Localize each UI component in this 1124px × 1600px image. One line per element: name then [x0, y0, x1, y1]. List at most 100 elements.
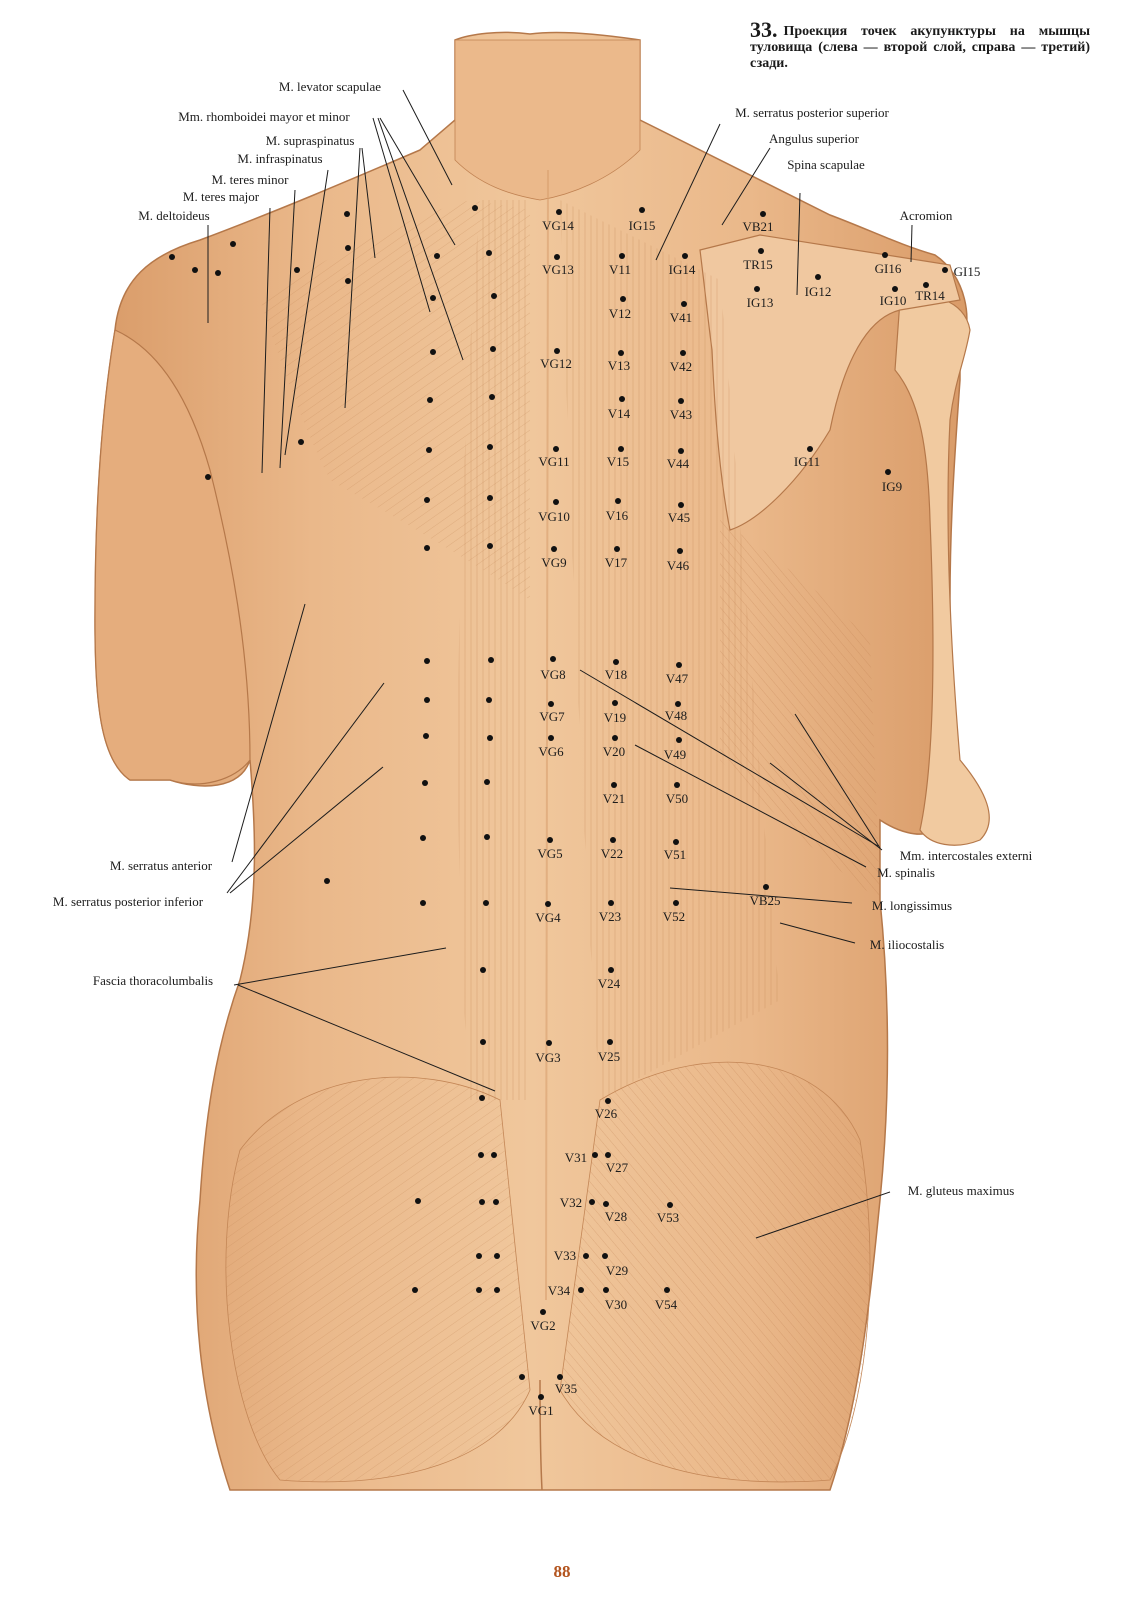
point-label: V12 [609, 306, 631, 321]
left-arm-shape [94, 329, 251, 785]
point-label: IG12 [805, 284, 832, 299]
acupoint-dot [487, 444, 493, 450]
acupoint-dot [619, 396, 625, 402]
point-label: V15 [607, 454, 629, 469]
point-label: V13 [608, 358, 630, 373]
acupoint-dot [682, 253, 688, 259]
acupoint-dot [758, 248, 764, 254]
acupoint-dot [294, 267, 300, 273]
acupoint-dot [546, 1040, 552, 1046]
point-label: V17 [605, 555, 628, 570]
acupoint-dot [344, 211, 350, 217]
acupoint-dot [615, 498, 621, 504]
leader-lines [207, 89, 913, 1239]
acupoint-dot [608, 900, 614, 906]
point-label: V25 [598, 1049, 620, 1064]
right-arm-bone [894, 295, 990, 846]
point-label: V21 [603, 791, 625, 806]
acupoint-dot [486, 697, 492, 703]
acupoint-dot [618, 350, 624, 356]
acupoint-dot [423, 733, 429, 739]
acupoint-dot [424, 697, 430, 703]
label-teres-major: M. teres major [183, 189, 260, 204]
acupoint-dot [885, 469, 891, 475]
spine-erector-right [560, 200, 780, 1100]
figure-number: 33. [750, 17, 778, 42]
acupoint-dot [490, 346, 496, 352]
acupoint-dot [491, 1152, 497, 1158]
label-teres-minor: M. teres minor [212, 172, 290, 187]
label-fascia-thoracolumbalis: Fascia thoracolumbalis [93, 973, 213, 988]
point-label: GI16 [875, 261, 902, 276]
label-angulus-superior: Angulus superior [769, 131, 860, 146]
acupoint-dot [639, 207, 645, 213]
leader-teres-minor [279, 189, 296, 469]
acupoint-dot [472, 205, 478, 211]
leader-teres-major [261, 207, 271, 474]
point-label: VG2 [530, 1318, 555, 1333]
acupoint-dot [763, 884, 769, 890]
right-intercostals [720, 520, 880, 900]
point-label: V11 [609, 262, 631, 277]
acupoint-dot [480, 967, 486, 973]
acupoint-dot [612, 700, 618, 706]
acupoint-dot [592, 1152, 598, 1158]
leader-serratus-post-inf-2 [229, 766, 384, 894]
acupoint-dot [923, 282, 929, 288]
point-label: VG13 [542, 262, 574, 277]
point-label: VG14 [542, 218, 574, 233]
acupoint-dot [553, 446, 559, 452]
acupoint-dot [603, 1201, 609, 1207]
acupoint-dot [487, 495, 493, 501]
point-label: VG1 [528, 1403, 553, 1418]
leader-intercostales-1 [794, 713, 881, 849]
point-label: V18 [605, 667, 627, 682]
point-label: V29 [606, 1263, 628, 1278]
acupoint-dot [484, 779, 490, 785]
label-rhomboidei: Mm. rhomboidei mayor et minor [178, 109, 350, 124]
leader-supraspinatus-2 [344, 147, 361, 409]
acupoint-dot [754, 286, 760, 292]
leader-rhomboid-3 [379, 117, 456, 246]
point-label: VG7 [539, 709, 565, 724]
acupoint-dot [430, 295, 436, 301]
acupoint-dot [420, 835, 426, 841]
point-label: V22 [601, 846, 623, 861]
acupoint-dot [427, 397, 433, 403]
point-label: V16 [606, 508, 629, 523]
acupoint-dot [215, 270, 221, 276]
acupoint-dot [476, 1253, 482, 1259]
acupoint-dot [551, 546, 557, 552]
acupoint-dot [760, 211, 766, 217]
point-label: V14 [608, 406, 631, 421]
leader-infraspinatus [284, 169, 329, 456]
acupoint-dot [298, 439, 304, 445]
label-supraspinatus: M. supraspinatus [266, 133, 355, 148]
label-acromion: Acromion [900, 208, 953, 223]
point-label: GI15 [954, 264, 981, 279]
point-label: IG15 [629, 218, 656, 233]
point-label: IG10 [880, 293, 907, 308]
acupoint-dots [169, 205, 948, 1400]
point-label: V45 [668, 510, 690, 525]
acupoint-dot [675, 701, 681, 707]
acupoint-dot [620, 296, 626, 302]
right-gluteus [559, 1061, 871, 1483]
acupoint-dot [480, 1039, 486, 1045]
acupoint-dot [607, 1039, 613, 1045]
spine-erector-left [458, 200, 530, 1100]
acupoint-dot [605, 1098, 611, 1104]
point-label: V33 [554, 1248, 576, 1263]
acupoint-dot [486, 250, 492, 256]
acupoint-dot [345, 245, 351, 251]
point-label: V35 [555, 1381, 577, 1396]
point-label: V26 [595, 1106, 618, 1121]
acupoint-dot [618, 446, 624, 452]
point-label: V43 [670, 407, 692, 422]
point-label: IG14 [669, 262, 696, 277]
left-trapezius-rhomboid [260, 200, 530, 600]
acupoint-dot [603, 1287, 609, 1293]
acupoint-dot [613, 659, 619, 665]
acupoint-dot [556, 209, 562, 215]
acupoint-dot [169, 254, 175, 260]
